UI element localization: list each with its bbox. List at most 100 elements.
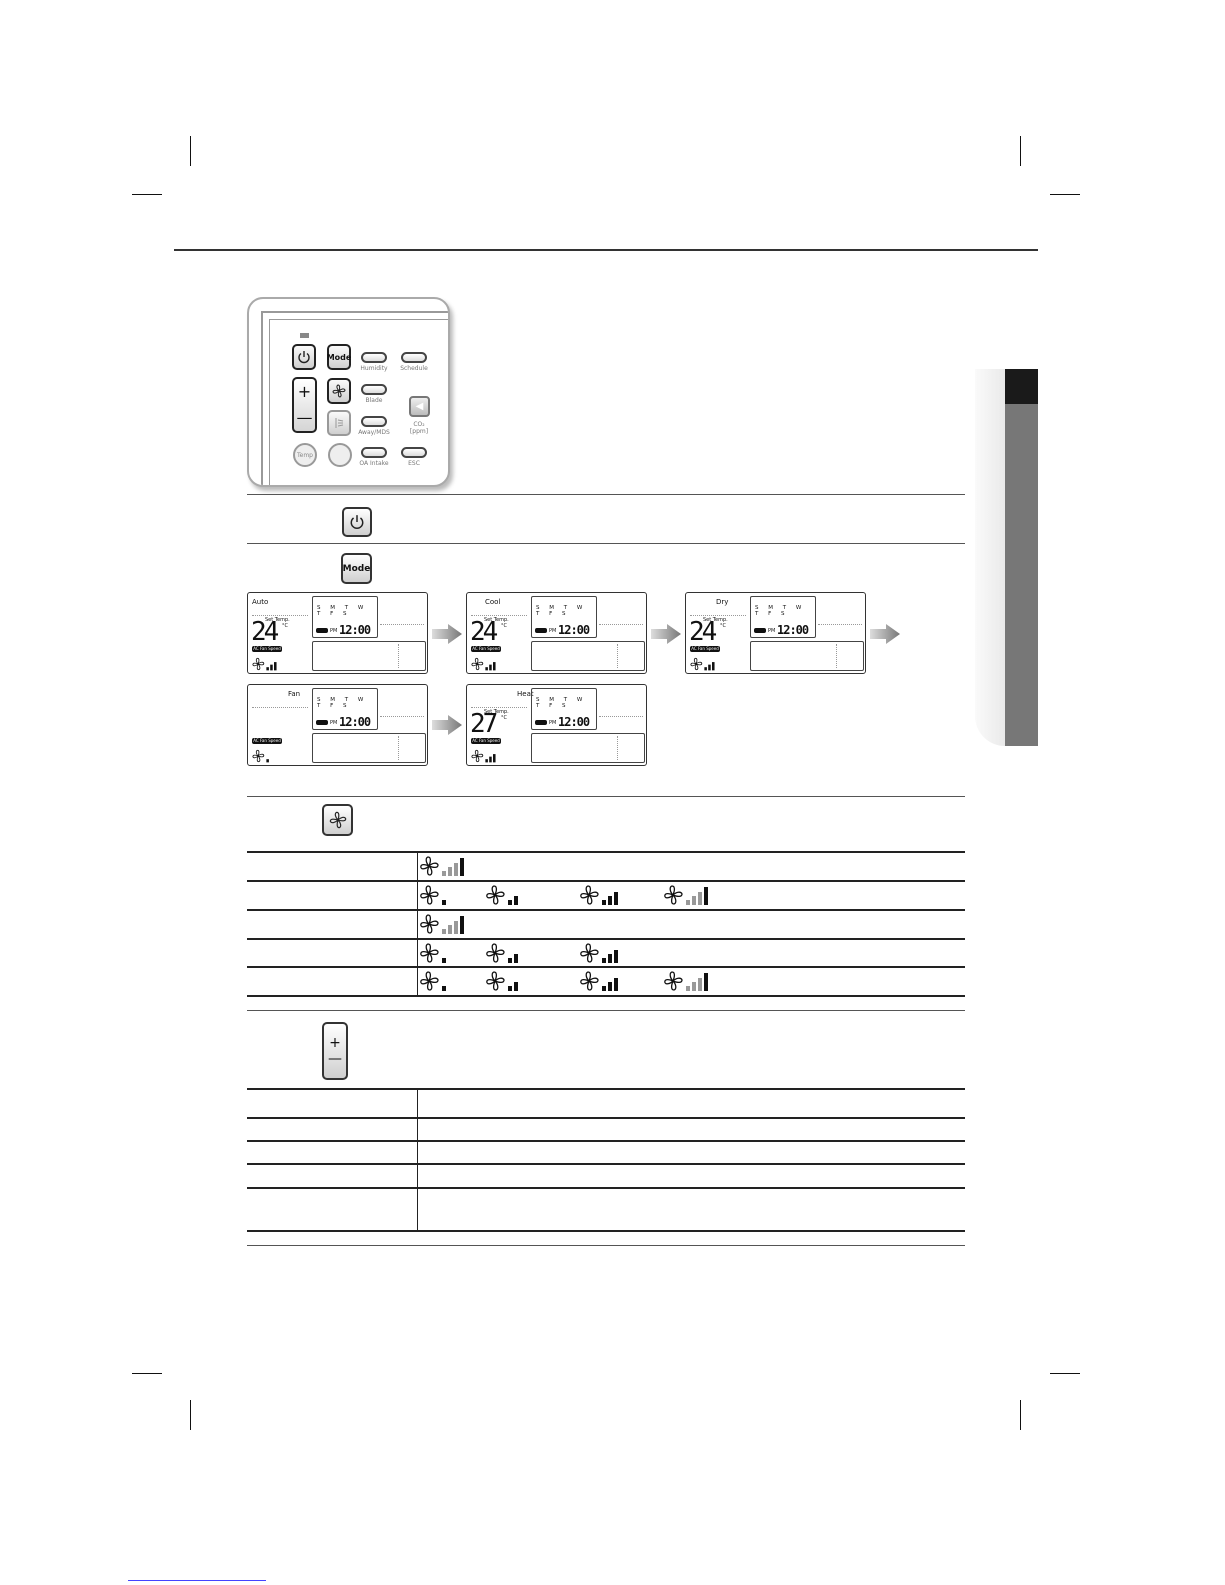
- fan-bar: [698, 892, 702, 905]
- fan-bar: [508, 986, 512, 991]
- fan-speed-level-2-icon: [486, 943, 518, 963]
- set-temp-label: Set Temp.: [484, 617, 509, 623]
- fan-bar: [686, 986, 690, 991]
- mode-button[interactable]: Mode: [327, 344, 351, 370]
- dotted-divider: [252, 615, 308, 616]
- fan-bar: [485, 759, 488, 763]
- humidity-button[interactable]: [361, 352, 387, 363]
- temp-up-down-button[interactable]: + —: [322, 1022, 348, 1080]
- fan-bar: [508, 958, 512, 963]
- fan-bar: [454, 921, 458, 934]
- lcd-clock: 12:00: [777, 623, 809, 637]
- schedule-button[interactable]: [401, 352, 427, 363]
- temp-up-down-button[interactable]: + —: [292, 377, 317, 433]
- minus-label: —: [296, 408, 313, 427]
- schedule-label: Schedule: [400, 365, 428, 372]
- set-temp-label: Set Temp.: [484, 709, 509, 715]
- set-temp-label: Set Temp.: [703, 617, 728, 623]
- fan-speed-level-2-icon: [486, 885, 518, 905]
- fan-bar: [448, 925, 452, 934]
- away-mds-button[interactable]: [361, 416, 387, 427]
- controller-panel-illustration: Mode + — Humidity Schedule Blade Away/MD…: [247, 297, 450, 487]
- co2-label: CO₂ [ppm]: [409, 421, 429, 435]
- arrow-right-icon: [651, 624, 681, 644]
- table-rule: [247, 1163, 965, 1165]
- dotted-divider: [818, 624, 862, 625]
- table-rule: [247, 938, 965, 940]
- plus-label: +: [329, 1035, 341, 1051]
- lcd-fan-indicator: [471, 656, 501, 675]
- lcd-clock: 12:00: [558, 623, 590, 637]
- temp-button[interactable]: Temp: [293, 443, 317, 467]
- power-icon: [350, 515, 364, 529]
- fan-speed-level-3-icon: [580, 885, 618, 905]
- table-rule: [247, 1117, 965, 1119]
- section-divider: [247, 543, 965, 544]
- lcd-pm: PM: [330, 628, 338, 634]
- fan-bar: [514, 982, 518, 991]
- fan-bar: [514, 896, 518, 905]
- fan-bar: [704, 667, 707, 671]
- fan-button[interactable]: [327, 378, 351, 404]
- section-divider: [247, 494, 965, 495]
- lcd-clock: 12:00: [339, 623, 371, 637]
- fan-bar: [454, 863, 458, 876]
- fan-bar: [493, 662, 496, 671]
- lcd-info-box: [531, 733, 645, 763]
- degree-label: °C: [720, 623, 726, 629]
- lcd-days: S M T W T F S: [755, 605, 806, 617]
- fan-bar: [602, 900, 606, 905]
- table-column-divider: [417, 1088, 418, 1230]
- fan-speed-level-1-icon: [420, 885, 446, 905]
- crop-mark: [1020, 136, 1021, 166]
- fan-speed-auto-icon: [420, 856, 464, 876]
- table-rule: [247, 1088, 965, 1090]
- crop-mark: [190, 1400, 191, 1430]
- esc-button[interactable]: [401, 447, 427, 458]
- fan-speed-badge: AC Fan Speed: [252, 646, 282, 652]
- fan-speed-level-3-icon: [471, 657, 496, 671]
- fan-button[interactable]: [322, 804, 353, 836]
- bottom-rule: [128, 1580, 266, 1581]
- oa-intake-button[interactable]: [361, 447, 387, 458]
- table-rule: [247, 851, 965, 853]
- round-button[interactable]: [328, 443, 352, 467]
- lcd-temperature: 24: [470, 617, 498, 647]
- blade-direction-button[interactable]: [327, 410, 351, 436]
- power-button[interactable]: [342, 507, 372, 537]
- lcd-temperature: 27: [470, 709, 498, 739]
- fan-bar: [704, 887, 708, 905]
- fan-bar: [493, 754, 496, 763]
- fan-speed-level-1-icon: [420, 943, 446, 963]
- lcd-fan-indicator: [471, 748, 501, 767]
- power-button[interactable]: [292, 344, 316, 370]
- fan-bar: [508, 900, 512, 905]
- fan-bar: [442, 929, 446, 934]
- fan-speed-level-2-icon: [486, 971, 518, 991]
- back-button[interactable]: ◀: [409, 396, 430, 417]
- fan-speed-level-1-icon: [252, 749, 269, 763]
- table-rule: [247, 909, 965, 911]
- fan-bar: [442, 871, 446, 876]
- crop-mark: [1050, 194, 1080, 195]
- fan-speed-badge: AC Fan Speed: [471, 646, 501, 652]
- fan-bar: [692, 982, 696, 991]
- lcd-clock: 12:00: [558, 715, 590, 729]
- blade-button[interactable]: [361, 384, 387, 395]
- fan-bar: [614, 978, 618, 991]
- table-rule: [247, 966, 965, 968]
- mode-button[interactable]: Mode: [341, 553, 372, 584]
- fan-speed-badge: AC Fan Speed: [471, 738, 501, 744]
- lcd-info-box: [531, 641, 645, 671]
- lcd-temperature: 24: [689, 617, 717, 647]
- fan-bar: [608, 954, 612, 963]
- lcd-mode-label: Cool: [485, 598, 501, 606]
- fan-speed-level-3-icon: [252, 657, 277, 671]
- lcd-days: S M T W T F S: [536, 605, 587, 617]
- crop-mark: [1020, 1400, 1021, 1430]
- fan-bar: [708, 664, 711, 671]
